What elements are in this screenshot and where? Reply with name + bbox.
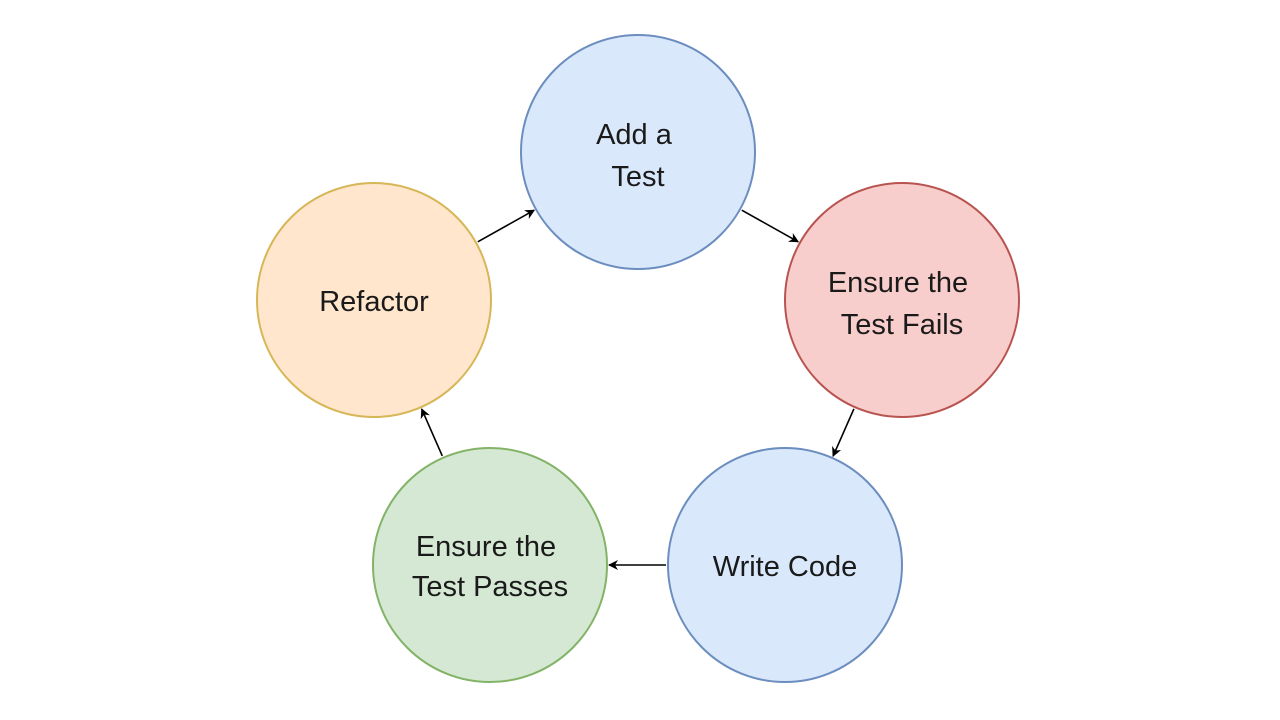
node-add-label-line-1: Add a xyxy=(596,119,673,151)
svg-text:Add a Test: Add a Test xyxy=(596,119,680,193)
node-write-circle xyxy=(667,447,903,683)
node-fails-circle xyxy=(784,182,1020,418)
edges xyxy=(420,209,855,570)
edge-passes-to-refactor xyxy=(420,408,444,457)
node-write-label-line-1: Write Code xyxy=(713,551,858,583)
node-passes-label-line-2: Test Passes xyxy=(412,571,568,603)
node-ensure-test-fails: Ensure the Test Fails xyxy=(784,182,1020,418)
edge-refactor-to-add xyxy=(477,209,536,243)
node-add-circle xyxy=(520,34,756,270)
edge-fails-to-write xyxy=(832,408,855,458)
svg-text:Write Code: Write Code xyxy=(713,551,858,583)
edge-add-to-fails xyxy=(741,209,800,243)
node-fails-label-line-2: Test Fails xyxy=(841,309,963,341)
node-refactor-label-line-1: Refactor xyxy=(319,286,429,318)
node-ensure-test-passes: Ensure the Test Passes xyxy=(372,447,608,683)
node-refactor: Refactor xyxy=(256,182,492,418)
node-add-label-line-2: Test xyxy=(611,161,664,193)
node-refactor-circle xyxy=(256,182,492,418)
node-passes-circle xyxy=(372,447,608,683)
svg-text:Refactor: Refactor xyxy=(319,286,429,318)
node-passes-label-line-1: Ensure the xyxy=(416,531,556,563)
svg-text:Ensure the Test Passes: Ensure the Test Passes xyxy=(412,531,568,603)
svg-text:Ensure the Test Fails: Ensure the Test Fails xyxy=(828,267,976,341)
node-add-a-test: Add a Test xyxy=(520,34,756,270)
node-fails-label-line-1: Ensure the xyxy=(828,267,968,299)
node-write-code: Write Code xyxy=(667,447,903,683)
